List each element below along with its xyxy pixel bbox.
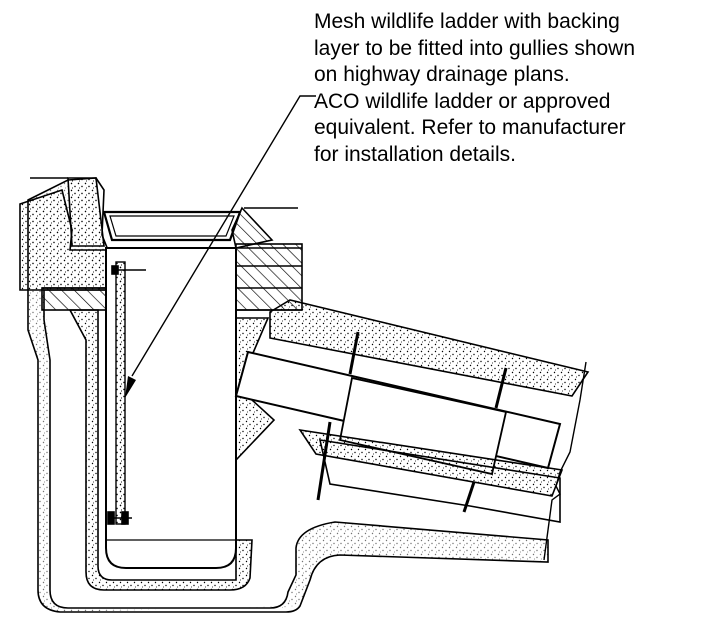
annotation-text: Mesh wildlife ladder with backing layer … bbox=[314, 9, 724, 168]
annotation-line-1: Mesh wildlife ladder with backing bbox=[314, 10, 620, 33]
annotation-leader-line bbox=[131, 95, 316, 377]
wildlife-ladder-mesh-dense bbox=[117, 262, 124, 524]
brick-course-right bbox=[235, 243, 303, 311]
break-line bbox=[543, 361, 587, 561]
pipe-bedding-upper bbox=[269, 299, 590, 397]
grating-inner bbox=[109, 215, 235, 237]
gully-pot-mortar bbox=[68, 309, 253, 591]
gully-pot bbox=[105, 247, 237, 569]
leader-arrowhead bbox=[125, 376, 136, 398]
lower-pipe bbox=[318, 439, 561, 523]
brick-course-left bbox=[41, 287, 107, 311]
annotation-line-5: equivalent. Refer to manufacturer bbox=[314, 116, 626, 139]
annotation-line-2: layer to be fitted into gullies shown bbox=[314, 36, 636, 60]
kerb-block bbox=[67, 177, 105, 247]
ladder-bottom-bracket bbox=[107, 511, 132, 525]
concrete-upper-left bbox=[19, 188, 107, 291]
grating-frame bbox=[102, 210, 242, 242]
annotation-line-4: ACO wildlife ladder or approved bbox=[314, 89, 611, 113]
kerb-wedge-right bbox=[231, 206, 274, 249]
annotation-line-3: on highway drainage plans. bbox=[314, 63, 570, 86]
annotation-line-6: for installation details. bbox=[314, 142, 516, 166]
ladder-top-bracket bbox=[111, 265, 146, 275]
